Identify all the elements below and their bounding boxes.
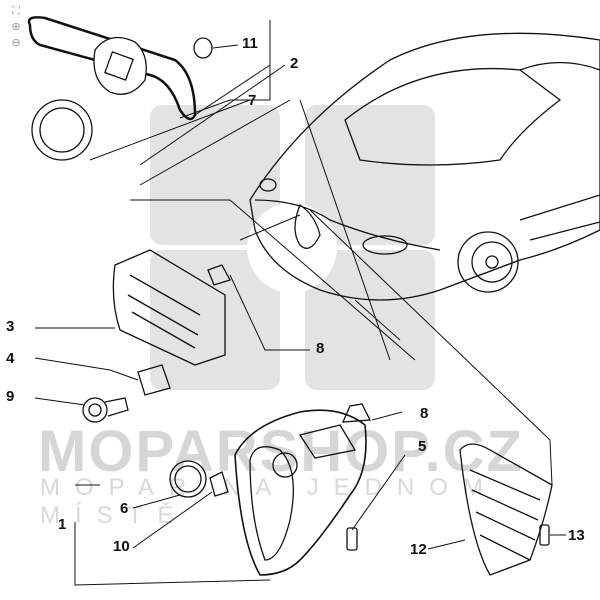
callout-9: 9 <box>6 388 15 405</box>
zoom-out-icon[interactable]: ⊖ <box>11 37 21 49</box>
zoom-in-icon[interactable]: ⊕ <box>11 21 21 33</box>
callout-10: 10 <box>113 538 130 555</box>
callout-1: 1 <box>58 516 67 533</box>
callout-2: 2 <box>290 55 299 72</box>
part-12-grille <box>459 443 553 576</box>
callout-8-lower: 8 <box>420 405 429 422</box>
callout-13: 13 <box>568 527 585 544</box>
car-illustration <box>249 32 600 301</box>
part-1-grille <box>234 409 367 576</box>
callout-5: 5 <box>418 438 427 455</box>
callout-3: 3 <box>6 318 15 335</box>
callout-4: 4 <box>6 350 15 367</box>
watermark-subtext: MOPAR NA JEDNOM MÍSTĚ <box>40 474 498 529</box>
callout-6: 6 <box>120 500 129 517</box>
part-2-bar <box>27 16 197 121</box>
part-3-insert <box>112 249 226 366</box>
watermark-text: MOPARSHOP.CZ <box>38 419 524 484</box>
part-7-emblem <box>31 99 93 161</box>
fit-icon[interactable]: ⛶ <box>12 5 20 17</box>
callout-8-upper: 8 <box>316 340 325 357</box>
callout-11: 11 <box>242 35 258 52</box>
callout-7: 7 <box>248 92 257 109</box>
callout-12: 12 <box>410 541 427 558</box>
